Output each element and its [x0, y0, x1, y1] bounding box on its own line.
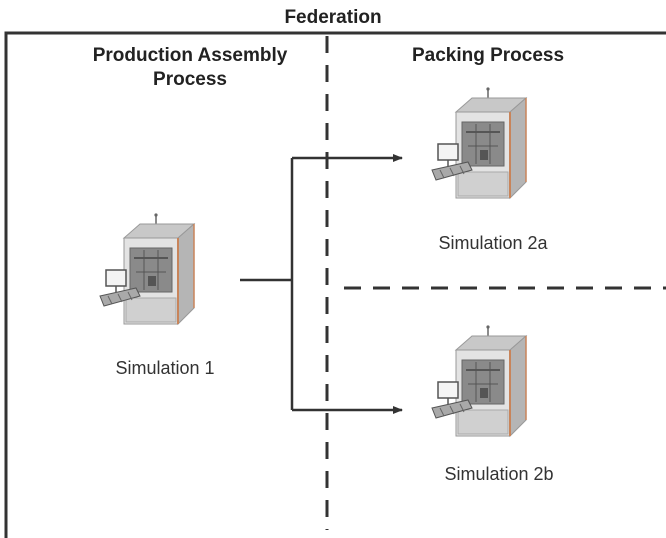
section-right-line1: Packing Process	[411, 45, 565, 66]
section-left-line1: Production Assembly	[92, 45, 288, 66]
federation-frame	[4, 31, 666, 538]
section-left-line2: Process	[153, 69, 227, 90]
section-packing-process: Packing Process	[370, 44, 606, 68]
sim2b-machine-icon	[431, 324, 527, 437]
sim2a-machine-icon	[431, 86, 527, 199]
diagram-title: Federation	[284, 7, 382, 28]
sim1-label: Simulation 1	[115, 358, 215, 378]
sim1-machine-icon	[99, 212, 195, 325]
sim2a-label: Simulation 2a	[438, 233, 548, 253]
sim2b-label: Simulation 2b	[444, 464, 554, 484]
section-production-assembly: Production Assembly Process	[58, 44, 322, 92]
